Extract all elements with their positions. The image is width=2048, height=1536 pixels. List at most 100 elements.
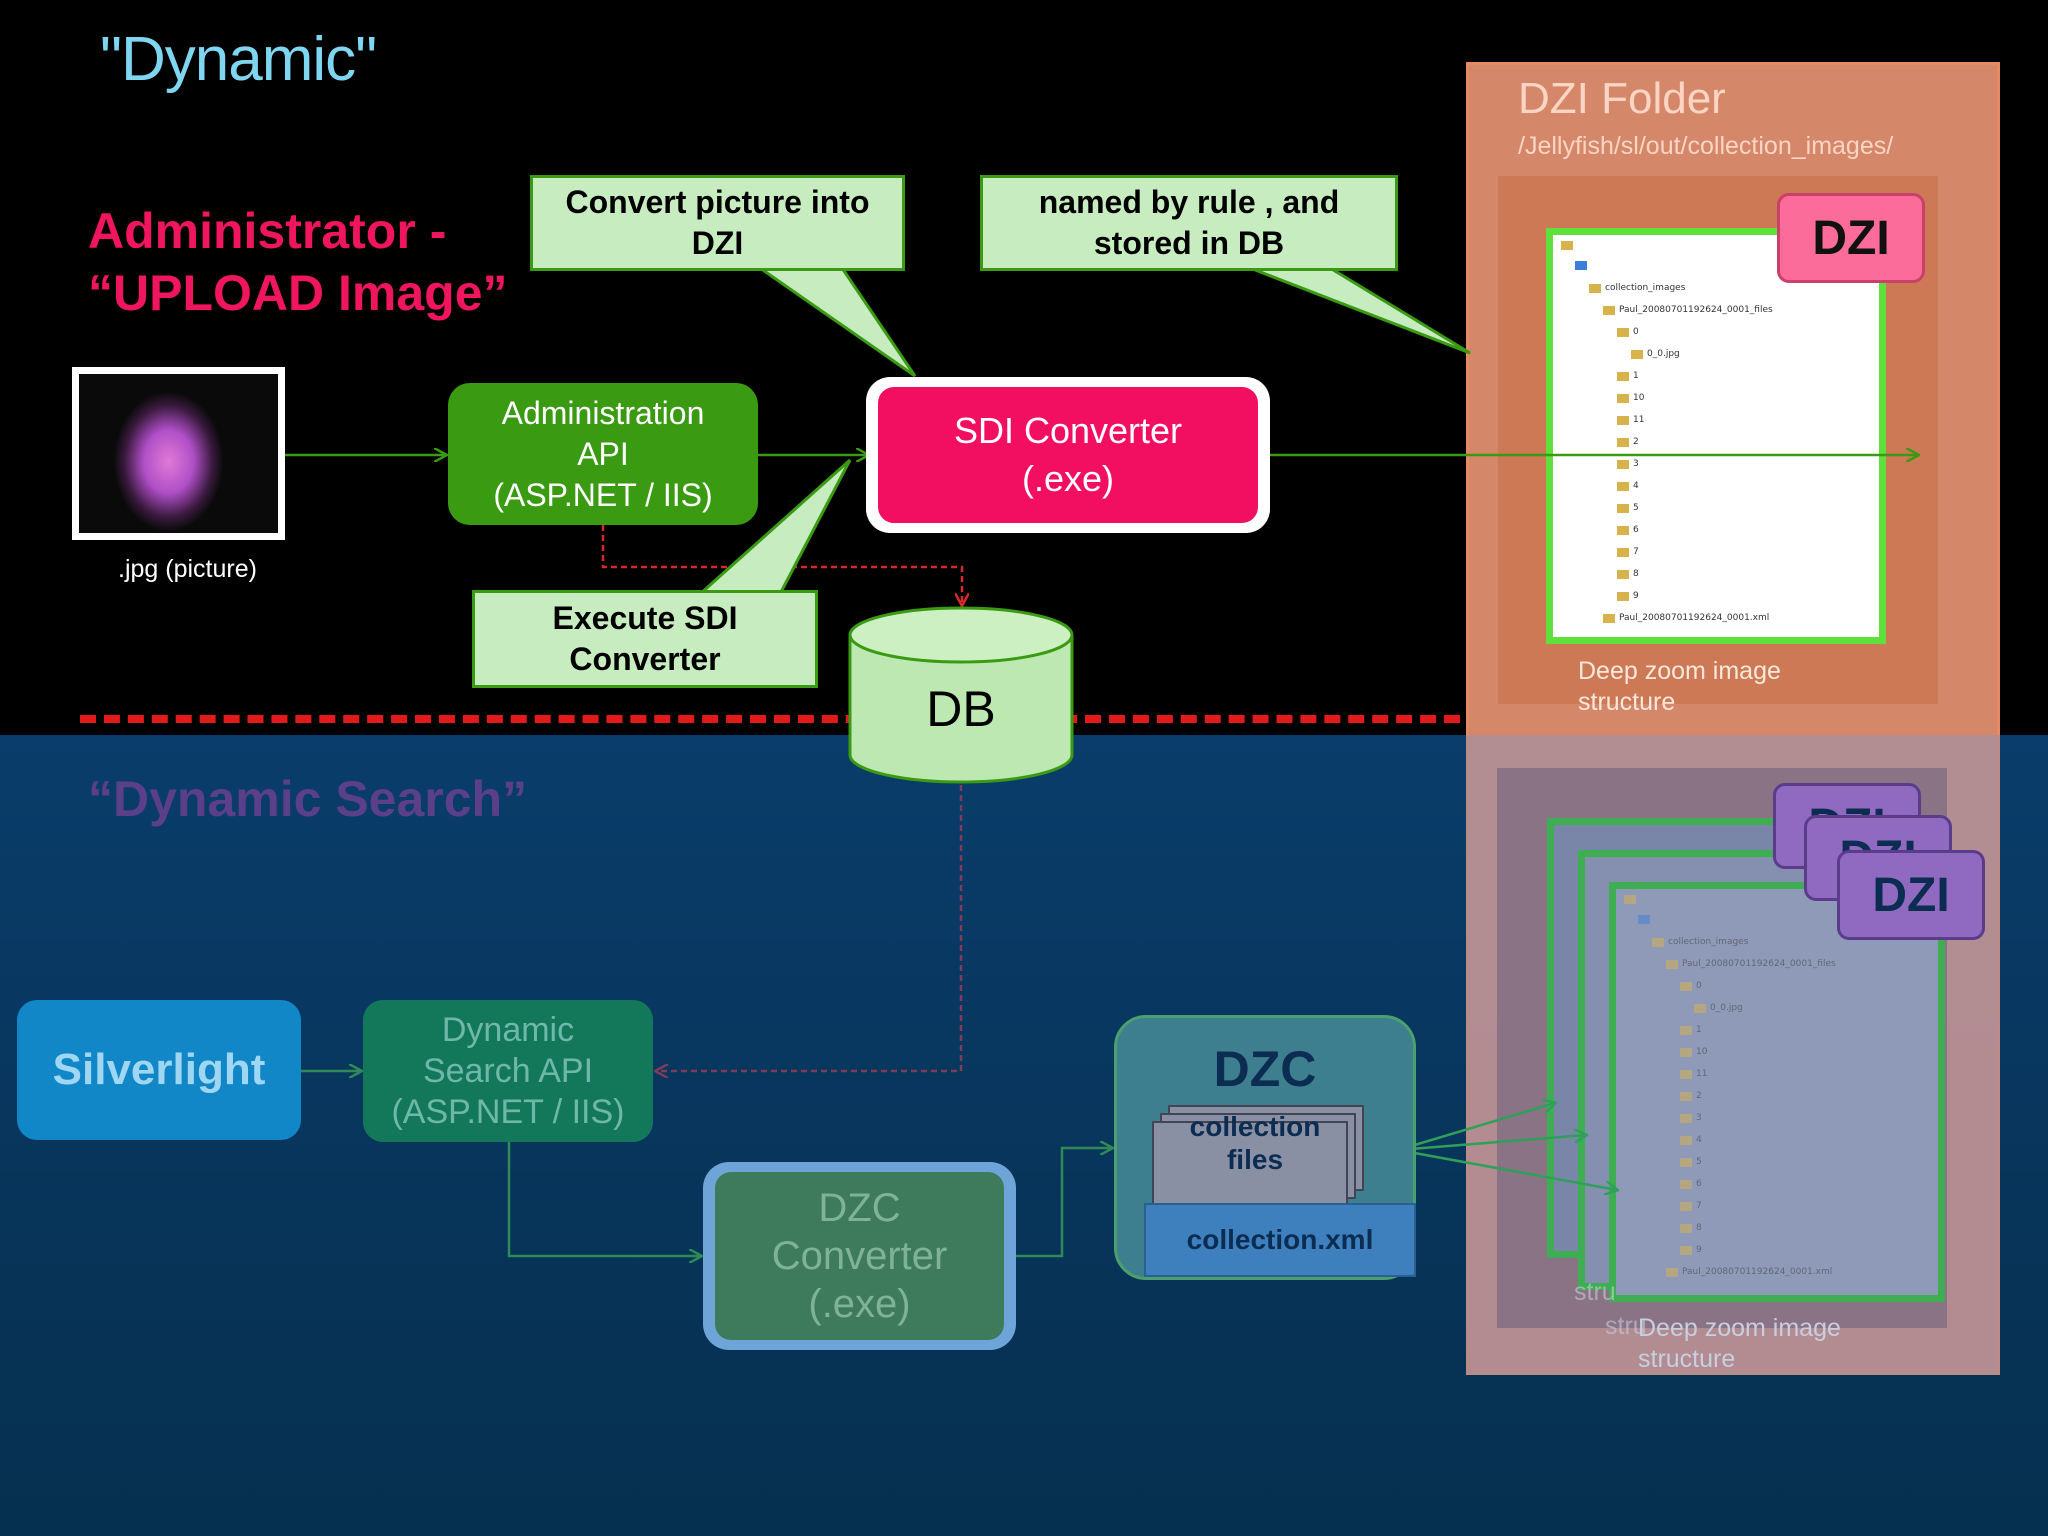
picture-caption: .jpg (picture): [118, 555, 257, 583]
dzi-badge-stack-3: DZI: [1837, 850, 1985, 940]
tree-label: 3: [1696, 1113, 1702, 1123]
db-cylinder: [848, 606, 1074, 784]
folder-icon: [1589, 283, 1601, 293]
tree-label: 11: [1633, 415, 1645, 425]
folder-icon: [1680, 1135, 1692, 1145]
callout-named-tail: [1249, 266, 1471, 355]
tree-row: 5: [1617, 503, 1639, 513]
tree-label: 10: [1633, 393, 1645, 403]
tree-row: 0_0.jpg: [1694, 1003, 1743, 1013]
tree-label: 8: [1696, 1223, 1702, 1233]
tree-row: 0: [1680, 981, 1702, 991]
collection-file-sheet-3: [1152, 1121, 1348, 1207]
tree-row: 6: [1617, 525, 1639, 535]
ghost-caption-2: stru: [1605, 1312, 1647, 1340]
tree-label: collection_images: [1668, 937, 1749, 947]
folder-icon: [1617, 547, 1629, 557]
tree-row: 2: [1680, 1091, 1702, 1101]
callout-convert-tail: [755, 266, 917, 378]
folder-icon: [1680, 1025, 1692, 1035]
folder-icon: [1666, 1267, 1678, 1277]
tree-label: 1: [1633, 371, 1639, 381]
folder-icon: [1617, 591, 1629, 601]
folder-icon: [1652, 937, 1664, 947]
tree-row: 11: [1680, 1069, 1707, 1079]
tree-label: 0_0.jpg: [1710, 1003, 1743, 1013]
tree-label: 9: [1633, 591, 1639, 601]
folder-icon: [1617, 327, 1629, 337]
folder-icon: [1617, 371, 1629, 381]
tree-label: 0: [1696, 981, 1702, 991]
tree-row: 9: [1680, 1245, 1702, 1255]
tree-label: 0: [1633, 327, 1639, 337]
silverlight-box: Silverlight: [17, 1000, 301, 1140]
tree-row: 2: [1617, 437, 1639, 447]
folder-icon: [1680, 1179, 1692, 1189]
tree-label: 5: [1696, 1157, 1702, 1167]
tree-label: 1: [1696, 1025, 1702, 1035]
tree-row: 5: [1680, 1157, 1702, 1167]
folder-icon: [1617, 481, 1629, 491]
callout-convert-picture: Convert picture into DZI: [530, 175, 905, 271]
tree-row: collection_images: [1652, 937, 1748, 947]
tree-row: 8: [1680, 1223, 1702, 1233]
tree-label: 6: [1633, 525, 1639, 535]
tree-label: 2: [1633, 437, 1639, 447]
folder-icon: [1631, 349, 1643, 359]
tree-label: 2: [1696, 1091, 1702, 1101]
tree-row: 10: [1617, 393, 1644, 403]
folder-icon: [1680, 1201, 1692, 1211]
tree-label: 8: [1633, 569, 1639, 579]
tree-label: 9: [1696, 1245, 1702, 1255]
folder-icon: [1680, 1223, 1692, 1233]
folder-icon: [1617, 437, 1629, 447]
folder-icon: [1680, 1069, 1692, 1079]
tree-row: 8: [1617, 569, 1639, 579]
tree-row: 4: [1680, 1135, 1702, 1145]
tree-row: 7: [1680, 1201, 1702, 1211]
arrow-dzc-to-dzi-1: [1397, 1103, 1555, 1152]
folder-icon: [1603, 305, 1615, 315]
folder-icon: [1680, 1113, 1692, 1123]
tree-root-row: [1638, 915, 1650, 924]
tree-label: 4: [1696, 1135, 1702, 1145]
folder-icon: [1680, 1091, 1692, 1101]
arrow-dzc-converter-to-dzc: [1016, 1148, 1112, 1258]
tree-row: 6: [1680, 1179, 1702, 1189]
tree-label: 0_0.jpg: [1647, 349, 1680, 359]
tree-row: 9: [1617, 591, 1639, 601]
folder-icon: [1617, 503, 1629, 513]
tree-row: Paul_20080701192624_0001.xml: [1666, 1267, 1832, 1277]
tree-row: 11: [1617, 415, 1644, 425]
tree-row: collection_images: [1589, 283, 1685, 293]
sdi-converter-box: SDI Converter (.exe): [878, 387, 1258, 523]
tree-row: Paul_20080701192624_0001.xml: [1603, 613, 1769, 623]
tree-root-row: [1575, 261, 1587, 270]
upload-section-title: Administrator - “UPLOAD Image”: [88, 203, 508, 321]
tree-label: 4: [1633, 481, 1639, 491]
section-divider: [80, 715, 1460, 723]
tree-label: 11: [1696, 1069, 1708, 1079]
tree-label: 6: [1696, 1179, 1702, 1189]
collection-xml-box: collection.xml: [1144, 1203, 1416, 1277]
tree-row: 10: [1680, 1047, 1707, 1057]
callout-execute-sdi: Execute SDI Converter: [472, 590, 818, 688]
tree-label: 10: [1696, 1047, 1708, 1057]
folder-icon: [1617, 415, 1629, 425]
folder-icon: [1617, 393, 1629, 403]
arrow-search-api-to-dzc-converter: [507, 1142, 701, 1256]
arrow-dzc-to-dzi-3: [1397, 1148, 1617, 1190]
administration-api-box: Administration API (ASP.NET / IIS): [448, 383, 758, 525]
dzc-converter-box: DZC Converter (.exe): [715, 1172, 1004, 1340]
tree-row: Paul_20080701192624_0001_files: [1603, 305, 1773, 315]
tree-row: Paul_20080701192624_0001_files: [1666, 959, 1836, 969]
deep-zoom-caption-lower: Deep zoom image structure: [1638, 1314, 1841, 1373]
search-section-title: “Dynamic Search”: [88, 771, 528, 827]
tree-row: 3: [1617, 459, 1639, 469]
tree-row: 1: [1680, 1025, 1702, 1035]
dzi-badge: DZI: [1777, 193, 1925, 283]
folder-icon: [1617, 525, 1629, 535]
tree-label: 7: [1633, 547, 1639, 557]
